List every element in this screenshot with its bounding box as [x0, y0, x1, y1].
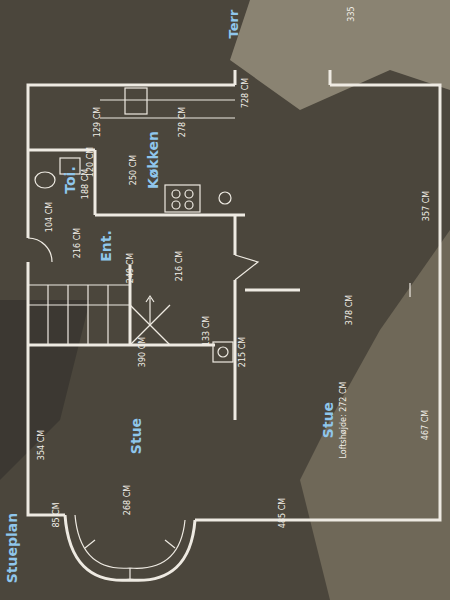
dimension-label: 378 CM [346, 295, 354, 325]
room-name: Stue [129, 418, 143, 454]
dimension-label: 249 CM [127, 253, 135, 283]
dimension-label: 188 CM [82, 169, 90, 199]
dimension-label: 485 CM [279, 498, 287, 528]
dimension-label: 133 CM [203, 316, 211, 346]
dimension-label: 215 CM [239, 337, 247, 367]
room-name: Stue [321, 402, 335, 438]
dimension-label: 216 CM [74, 228, 82, 258]
dimension-label: 129 CM [94, 107, 102, 137]
room-name: Toi. [63, 166, 77, 193]
room-name: Terr [227, 10, 240, 39]
dimension-label: Loftshøjde: 272 CM [340, 382, 348, 459]
dimension-label: 250 CM [130, 155, 138, 185]
dimension-label: 216 CM [176, 251, 184, 281]
dimension-label: 335 [348, 6, 356, 21]
room-name: Køkken [146, 131, 160, 189]
dimension-label: 278 CM [179, 107, 187, 137]
dimension-label: 390 CM [139, 337, 147, 367]
dimension-label: 354 CM [38, 430, 46, 460]
dimension-label: 104 CM [46, 202, 54, 232]
dimension-label: 467 CM [422, 410, 430, 440]
room-name: Ent. [99, 230, 113, 262]
dimension-label: 85 CM [53, 502, 61, 527]
plan-title: Stueplan [5, 513, 19, 583]
dimension-label: 357 CM [423, 191, 431, 221]
dimension-label: 728 CM [242, 78, 250, 108]
dimension-label: 268 CM [124, 485, 132, 515]
